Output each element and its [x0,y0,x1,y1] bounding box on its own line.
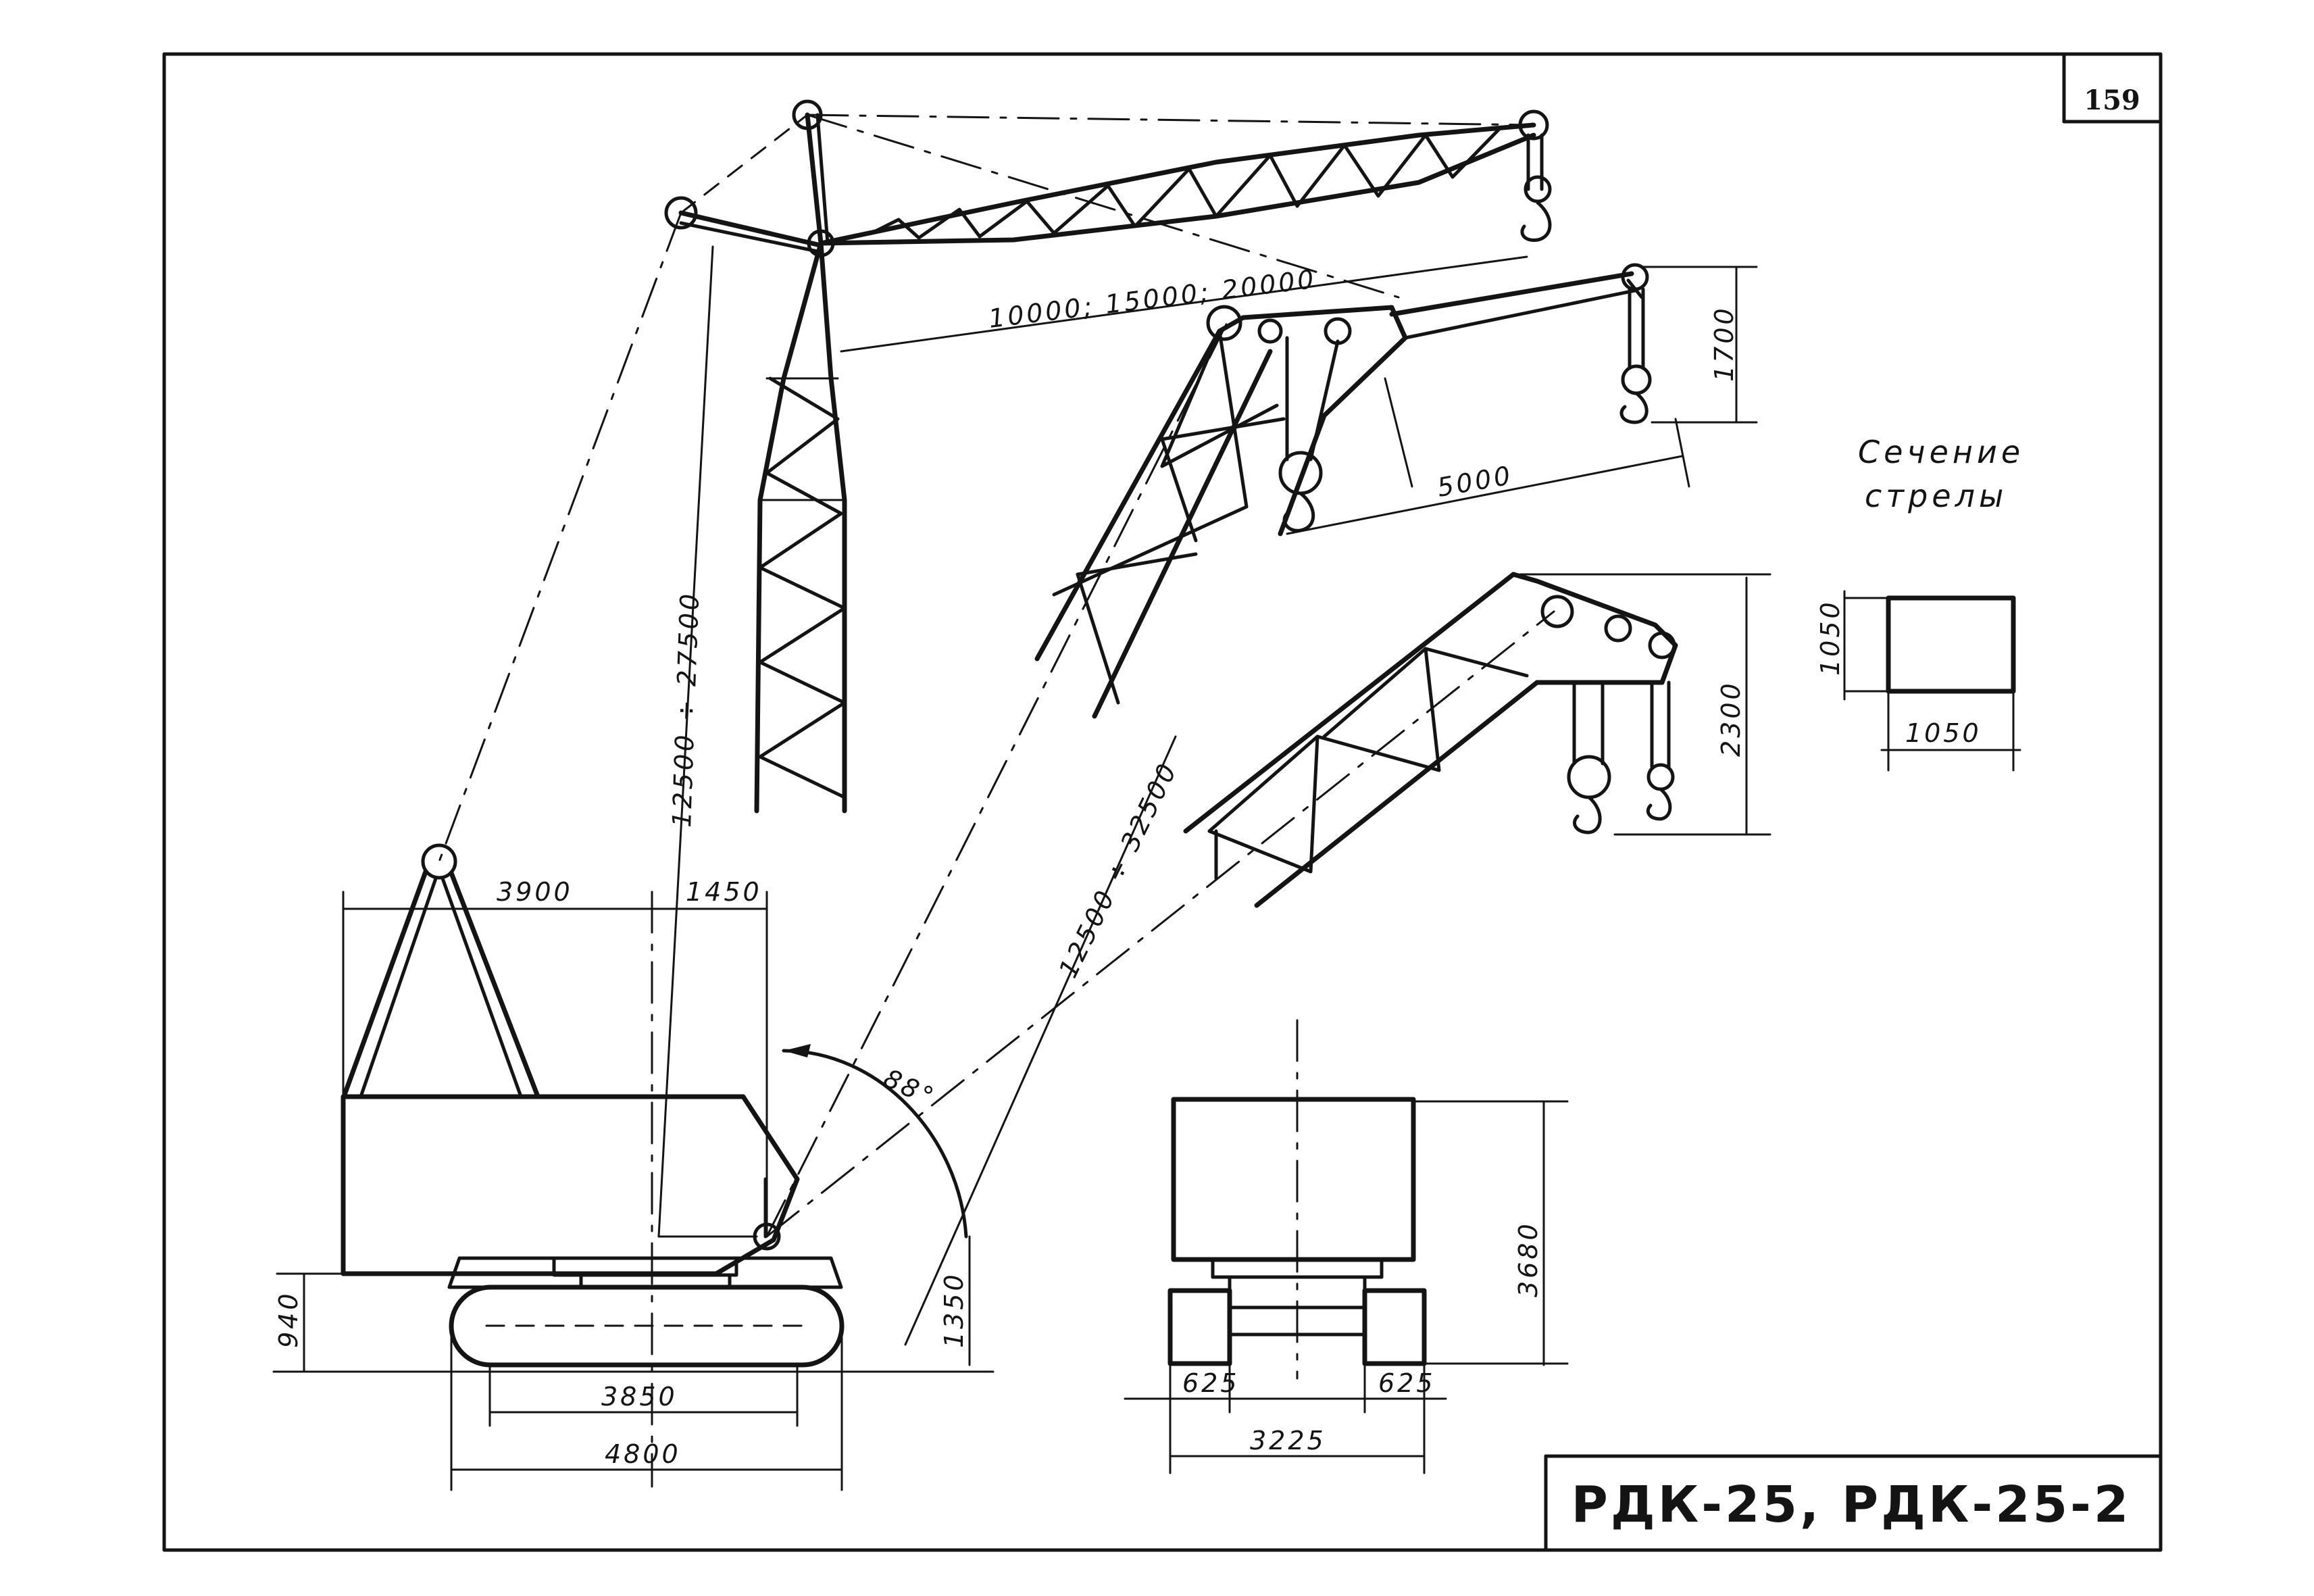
dim-jib-lengths: 10000; 15000; 20000 [987,264,1318,334]
boom-section [1843,590,2021,772]
drawing-title: РДК-25, РДК-25-2 [1571,1476,2132,1534]
machine-body [341,843,968,1368]
dim-track-height: 940 [274,1291,303,1348]
dim-cab-height: 3680 [1513,1221,1543,1297]
boom-upper [1034,263,1652,719]
dim-section-height: 1050 [1815,599,1845,676]
dim-track-width-left: 625 [1182,1368,1240,1398]
dim-pivot-offset: 1450 [686,877,762,907]
section-label-line2: стрелы [1865,478,2007,514]
dim-mast-height: 12500 ÷ 27500 [667,591,705,828]
dim-track-length: 4800 [605,1439,681,1469]
dim-jib-head-height: 1700 [1709,305,1739,382]
dim-boom-head-height: 2300 [1716,680,1746,757]
boom-centerline-upper [765,323,1228,1238]
front-view [1124,1019,1569,1474]
page-number: 159 [2084,84,2140,116]
tower-mast [754,112,847,814]
dim-track-width-right: 625 [1378,1368,1436,1398]
dim-pivot-height: 1350 [939,1272,969,1348]
boom-centerline-lower [765,610,1555,1238]
dim-short-jib: 5000 [1435,460,1515,503]
dim-boom-length: 12500 ÷ 32500 [1053,757,1184,982]
dimension-lines [272,245,1771,1491]
dim-tail-width: 3900 [497,877,573,907]
boom-lower [1183,572,1678,908]
tower-jib [438,99,1552,863]
sheet-frame [162,52,2163,1552]
section-label-line1: Сечение [1858,434,2024,470]
dim-track-gauge: 3225 [1250,1426,1326,1455]
dim-track-base: 3850 [601,1382,678,1412]
dim-section-width: 1050 [1905,718,1982,748]
